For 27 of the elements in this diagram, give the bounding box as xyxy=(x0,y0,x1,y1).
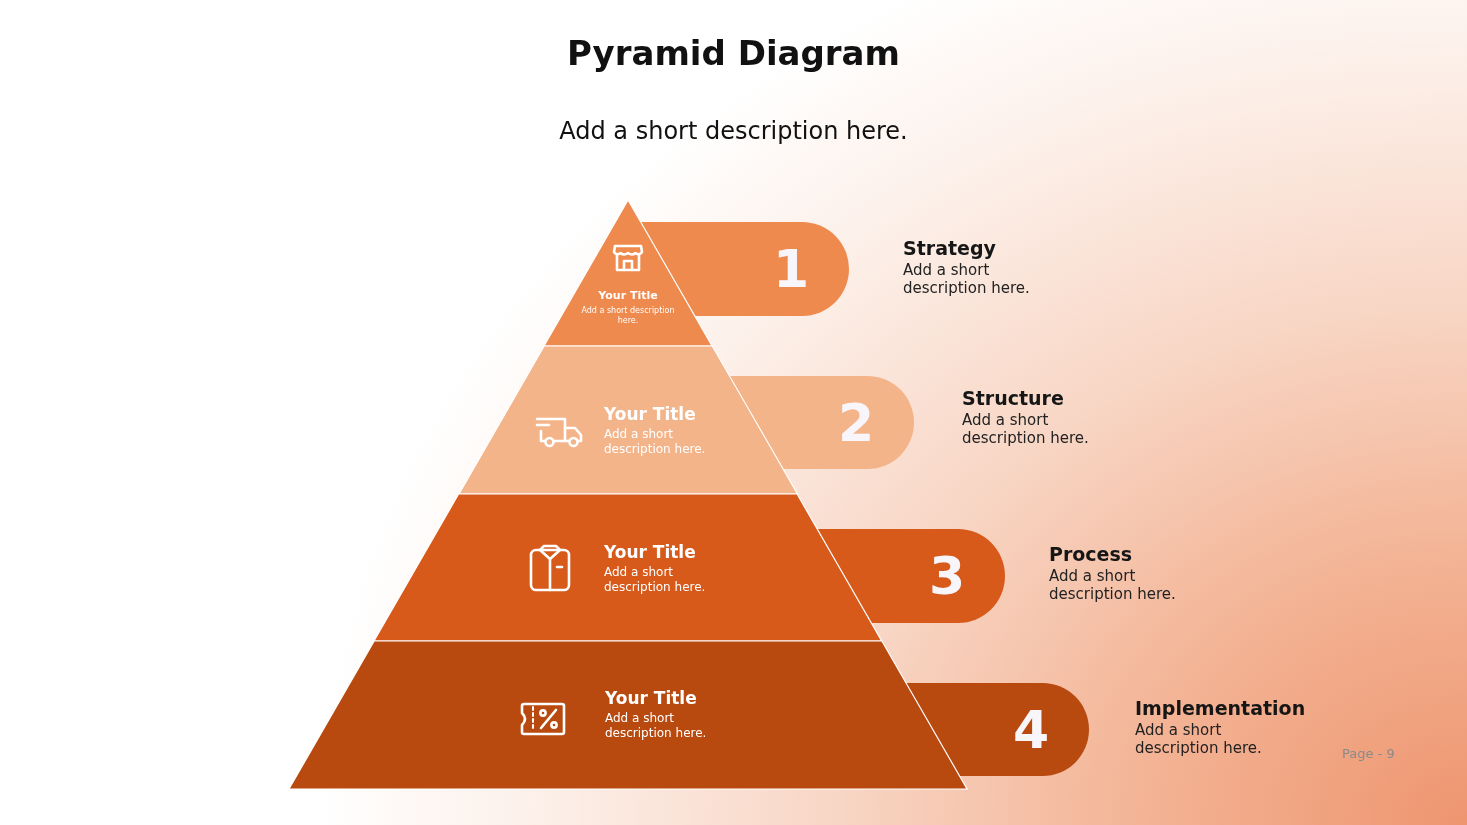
pyramid-tier xyxy=(458,346,798,494)
page-title: Pyramid Diagram xyxy=(566,32,901,74)
tier-description: Add a short description here. xyxy=(580,306,676,326)
tier-title: Your Title xyxy=(604,404,696,425)
step-title: Process xyxy=(1049,543,1133,566)
step-number: 1 xyxy=(772,243,810,295)
step-description: Add a short description here. xyxy=(1049,567,1177,603)
step-title: Implementation xyxy=(1135,697,1306,720)
tier-description: Add a short description here. xyxy=(605,711,708,741)
pyramid-tier xyxy=(543,200,712,346)
step-description: Add a short description here. xyxy=(903,261,1031,297)
tier-title: Your Title xyxy=(597,289,659,303)
page-number: Page - 9 xyxy=(1342,745,1395,763)
step-number: 4 xyxy=(1012,703,1050,756)
pyramid-tier xyxy=(288,641,967,789)
step-number: 3 xyxy=(928,550,966,602)
step-description: Add a short description here. xyxy=(1135,721,1263,757)
tier-title: Your Title xyxy=(605,688,697,709)
step-title: Strategy xyxy=(903,237,996,260)
subtitle: Add a short description here. xyxy=(558,116,909,147)
tier-description: Add a short description here. xyxy=(604,565,707,595)
step-number: 2 xyxy=(837,396,875,449)
step-title: Structure xyxy=(962,387,1064,410)
tier-title: Your Title xyxy=(604,542,696,563)
step-description: Add a short description here. xyxy=(962,411,1090,447)
pyramid-tier xyxy=(374,494,882,641)
tier-description: Add a short description here. xyxy=(604,427,707,457)
